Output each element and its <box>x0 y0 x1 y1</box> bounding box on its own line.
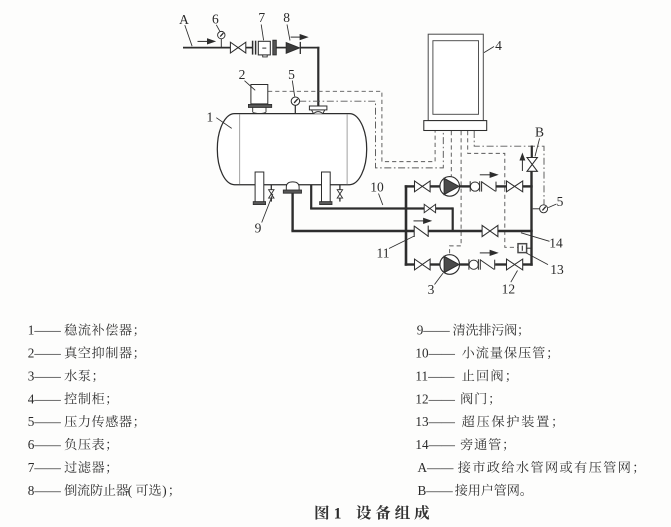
svg-text:1: 1 <box>334 505 342 522</box>
svg-text:7: 7 <box>258 10 265 25</box>
svg-text:A——: A—— <box>418 460 455 475</box>
svg-text:B: B <box>535 125 544 140</box>
svg-text:5——: 5—— <box>28 414 62 429</box>
svg-text:9: 9 <box>255 221 262 236</box>
svg-text:4——: 4—— <box>28 391 62 406</box>
svg-text:5: 5 <box>557 194 564 209</box>
svg-text:): ) <box>162 483 166 498</box>
svg-text:3——: 3—— <box>28 368 62 383</box>
svg-text:9——: 9—— <box>417 323 451 338</box>
svg-text:8——: 8—— <box>28 483 62 498</box>
svg-text:12——: 12—— <box>415 391 455 406</box>
svg-text:11: 11 <box>377 246 390 261</box>
svg-text:12: 12 <box>502 281 516 296</box>
svg-text:10——: 10—— <box>415 346 455 361</box>
svg-text:B——: B—— <box>418 483 454 498</box>
svg-text:7——: 7—— <box>28 460 62 475</box>
svg-text:14: 14 <box>549 236 563 251</box>
svg-text:1——: 1—— <box>28 323 62 338</box>
svg-text:6: 6 <box>212 12 219 27</box>
svg-text:2: 2 <box>239 67 246 82</box>
svg-text:3: 3 <box>428 282 435 297</box>
svg-text:13: 13 <box>550 262 564 277</box>
svg-text:1: 1 <box>207 110 214 125</box>
svg-text:11——: 11—— <box>415 368 455 383</box>
svg-text:(: ( <box>128 483 132 498</box>
svg-text:2——: 2—— <box>28 346 62 361</box>
svg-text:8: 8 <box>283 10 290 25</box>
svg-text:5: 5 <box>288 67 295 82</box>
svg-text:4: 4 <box>495 38 502 53</box>
svg-text:13——: 13—— <box>415 414 455 429</box>
svg-text:6——: 6—— <box>28 437 62 452</box>
svg-text:14——: 14—— <box>415 437 455 452</box>
svg-text:10: 10 <box>370 180 384 195</box>
svg-text:A: A <box>179 12 189 27</box>
